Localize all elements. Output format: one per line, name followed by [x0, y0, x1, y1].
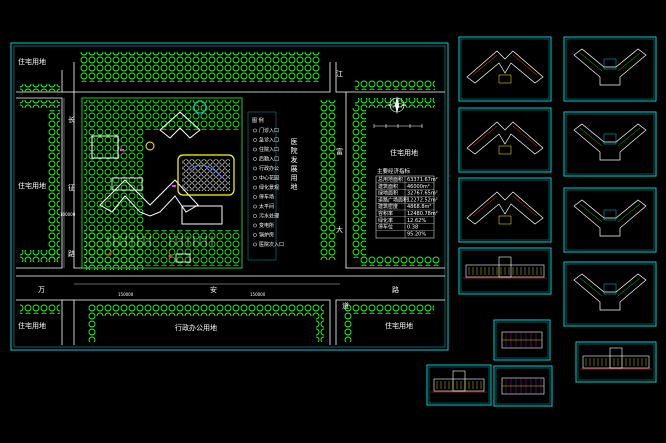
thumbnail-section-1	[493, 319, 551, 361]
legend-item: 医院次入口	[259, 241, 284, 248]
road-an: 安	[210, 285, 217, 294]
fountain	[193, 100, 207, 114]
legend-item: 绿化景观	[259, 184, 279, 191]
street-trees	[20, 52, 440, 342]
hospital-development-label: 医院发展用地	[290, 138, 298, 192]
legend-symbol-icon	[253, 204, 257, 209]
legend-symbol-icon	[253, 214, 257, 218]
thumbnail-floor-plan-4	[563, 36, 657, 102]
thumbnail-floor-plan-1	[458, 36, 552, 102]
legend-symbol-icon	[253, 242, 257, 247]
label-residential-left: 住宅用地	[18, 181, 46, 190]
legend-item: 污水处理	[259, 213, 279, 220]
label-residential-top-left: 住宅用地	[18, 57, 46, 66]
indicator-value: 12.62%	[407, 218, 426, 224]
indicator-name: 绿地面积	[378, 190, 398, 197]
legend-item: 急诊入口	[259, 137, 279, 144]
thumbnail-elevation-4	[493, 365, 553, 407]
inpatient-building	[159, 111, 201, 139]
road-lu: 路	[392, 285, 399, 294]
indicator-name: 停车位	[378, 224, 393, 231]
road-chang: 长	[68, 115, 75, 124]
road-wan: 万	[38, 286, 45, 294]
scale-bar	[373, 124, 423, 128]
economic-indicators-table: 主要经济指标 总用地面积 63371.67m² 建筑面积 46000m² 绿地面积 327…	[375, 167, 438, 239]
legend-item: 行政办公	[259, 165, 279, 172]
legend-symbol-icon	[253, 138, 257, 142]
thumbnail-elevation-3	[426, 364, 492, 406]
central-garden	[177, 154, 235, 196]
thumbnail-floor-plan-5	[563, 111, 657, 177]
legend-symbol-icon	[253, 223, 257, 228]
logistics-building	[181, 205, 223, 225]
outpatient-podium	[111, 177, 143, 191]
road-jiang: 江	[336, 70, 343, 78]
indicator-name: 建筑面积	[378, 183, 398, 190]
indicator-value: 95.20%	[407, 231, 426, 237]
label-residential-bottom-left: 住宅用地	[18, 321, 46, 330]
legend-symbol-icon	[253, 147, 257, 152]
legend-item: 太平间	[259, 203, 274, 210]
indicator-name: 总用地面积	[378, 176, 403, 183]
indicator-name: 建筑密度	[378, 203, 398, 210]
label-admin: 行政办公用地	[175, 323, 217, 332]
legend-item: 中心花园	[259, 175, 279, 182]
legend-item: 后勤入口	[259, 156, 279, 163]
road-fu: 富	[336, 147, 343, 156]
legend: 图 例 门诊入口急诊入口住院入口后勤入口行政办公中心花园绿化景观停车场太平间污水…	[247, 111, 284, 261]
site-plan-frame	[10, 42, 449, 351]
site-plan: 图 例 门诊入口急诊入口住院入口后勤入口行政办公中心花园绿化景观停车场太平间污水…	[10, 42, 449, 351]
legend-symbol-icon	[253, 233, 257, 237]
main-entrance	[175, 253, 191, 263]
indicator-value: 46000m²	[407, 184, 430, 190]
legend-symbol-icon	[253, 166, 257, 171]
label-residential-right: 住宅用地	[390, 148, 418, 157]
indicator-name: 道路广场面积	[378, 196, 408, 203]
legend-item: 停车场	[259, 194, 274, 201]
indicator-value: 0.38	[407, 225, 418, 231]
legend-symbol-icon	[253, 195, 257, 199]
thumbnail-elevation-2	[575, 341, 657, 383]
indicator-value: 12272.52m²	[407, 197, 438, 203]
dimensions	[63, 98, 340, 285]
thumbnail-floor-plan-6	[563, 187, 657, 253]
drawing-thumbnails	[426, 36, 657, 407]
indicator-value: 63371.67m²	[407, 177, 438, 183]
thumbnail-elevation-1	[458, 247, 552, 295]
thumbnail-floor-plan-3	[458, 177, 552, 243]
parking	[107, 236, 213, 246]
dimension-right: 150000	[250, 292, 266, 297]
indicator-value: 12480.78m²	[407, 211, 438, 217]
legend-item: 门诊入口	[259, 127, 279, 134]
indicator-name: 容积率	[378, 210, 393, 217]
site-plan-inner-frame	[13, 45, 446, 348]
indicator-name: 绿化率	[378, 217, 393, 224]
north-arrow-icon	[387, 96, 407, 114]
road-da: 大	[336, 225, 343, 234]
svg-text:医院发展用地: 医院发展用地	[290, 138, 298, 192]
indicator-value: 32767.65m²	[407, 191, 438, 197]
legend-item: 住院入口	[259, 146, 279, 153]
legend-item: 锅炉房	[259, 232, 274, 239]
legend-item: 变电所	[259, 222, 274, 229]
thumbnail-floor-plan-7	[563, 261, 657, 327]
dimension-left: 150000	[118, 292, 134, 297]
outpatient-building	[99, 179, 199, 217]
service-building	[91, 135, 119, 159]
indicator-value: 4868.8m²	[407, 204, 431, 210]
indicators-title: 主要经济指标	[377, 167, 411, 175]
road-dao: 道	[342, 301, 349, 310]
dimension-mid: 100000	[60, 212, 76, 217]
thumbnail-floor-plan-2	[458, 107, 552, 173]
road-zheng: 征	[68, 183, 75, 192]
label-residential-bottom-right: 住宅用地	[385, 321, 413, 330]
legend-symbol-icon	[253, 128, 257, 133]
legend-symbol-icon	[253, 157, 257, 161]
legend-symbol-icon	[253, 185, 257, 190]
road-lu2: 路	[68, 249, 75, 258]
legend-title: 图 例	[252, 117, 264, 124]
legend-symbol-icon	[253, 176, 257, 180]
hospital-site	[81, 97, 243, 270]
